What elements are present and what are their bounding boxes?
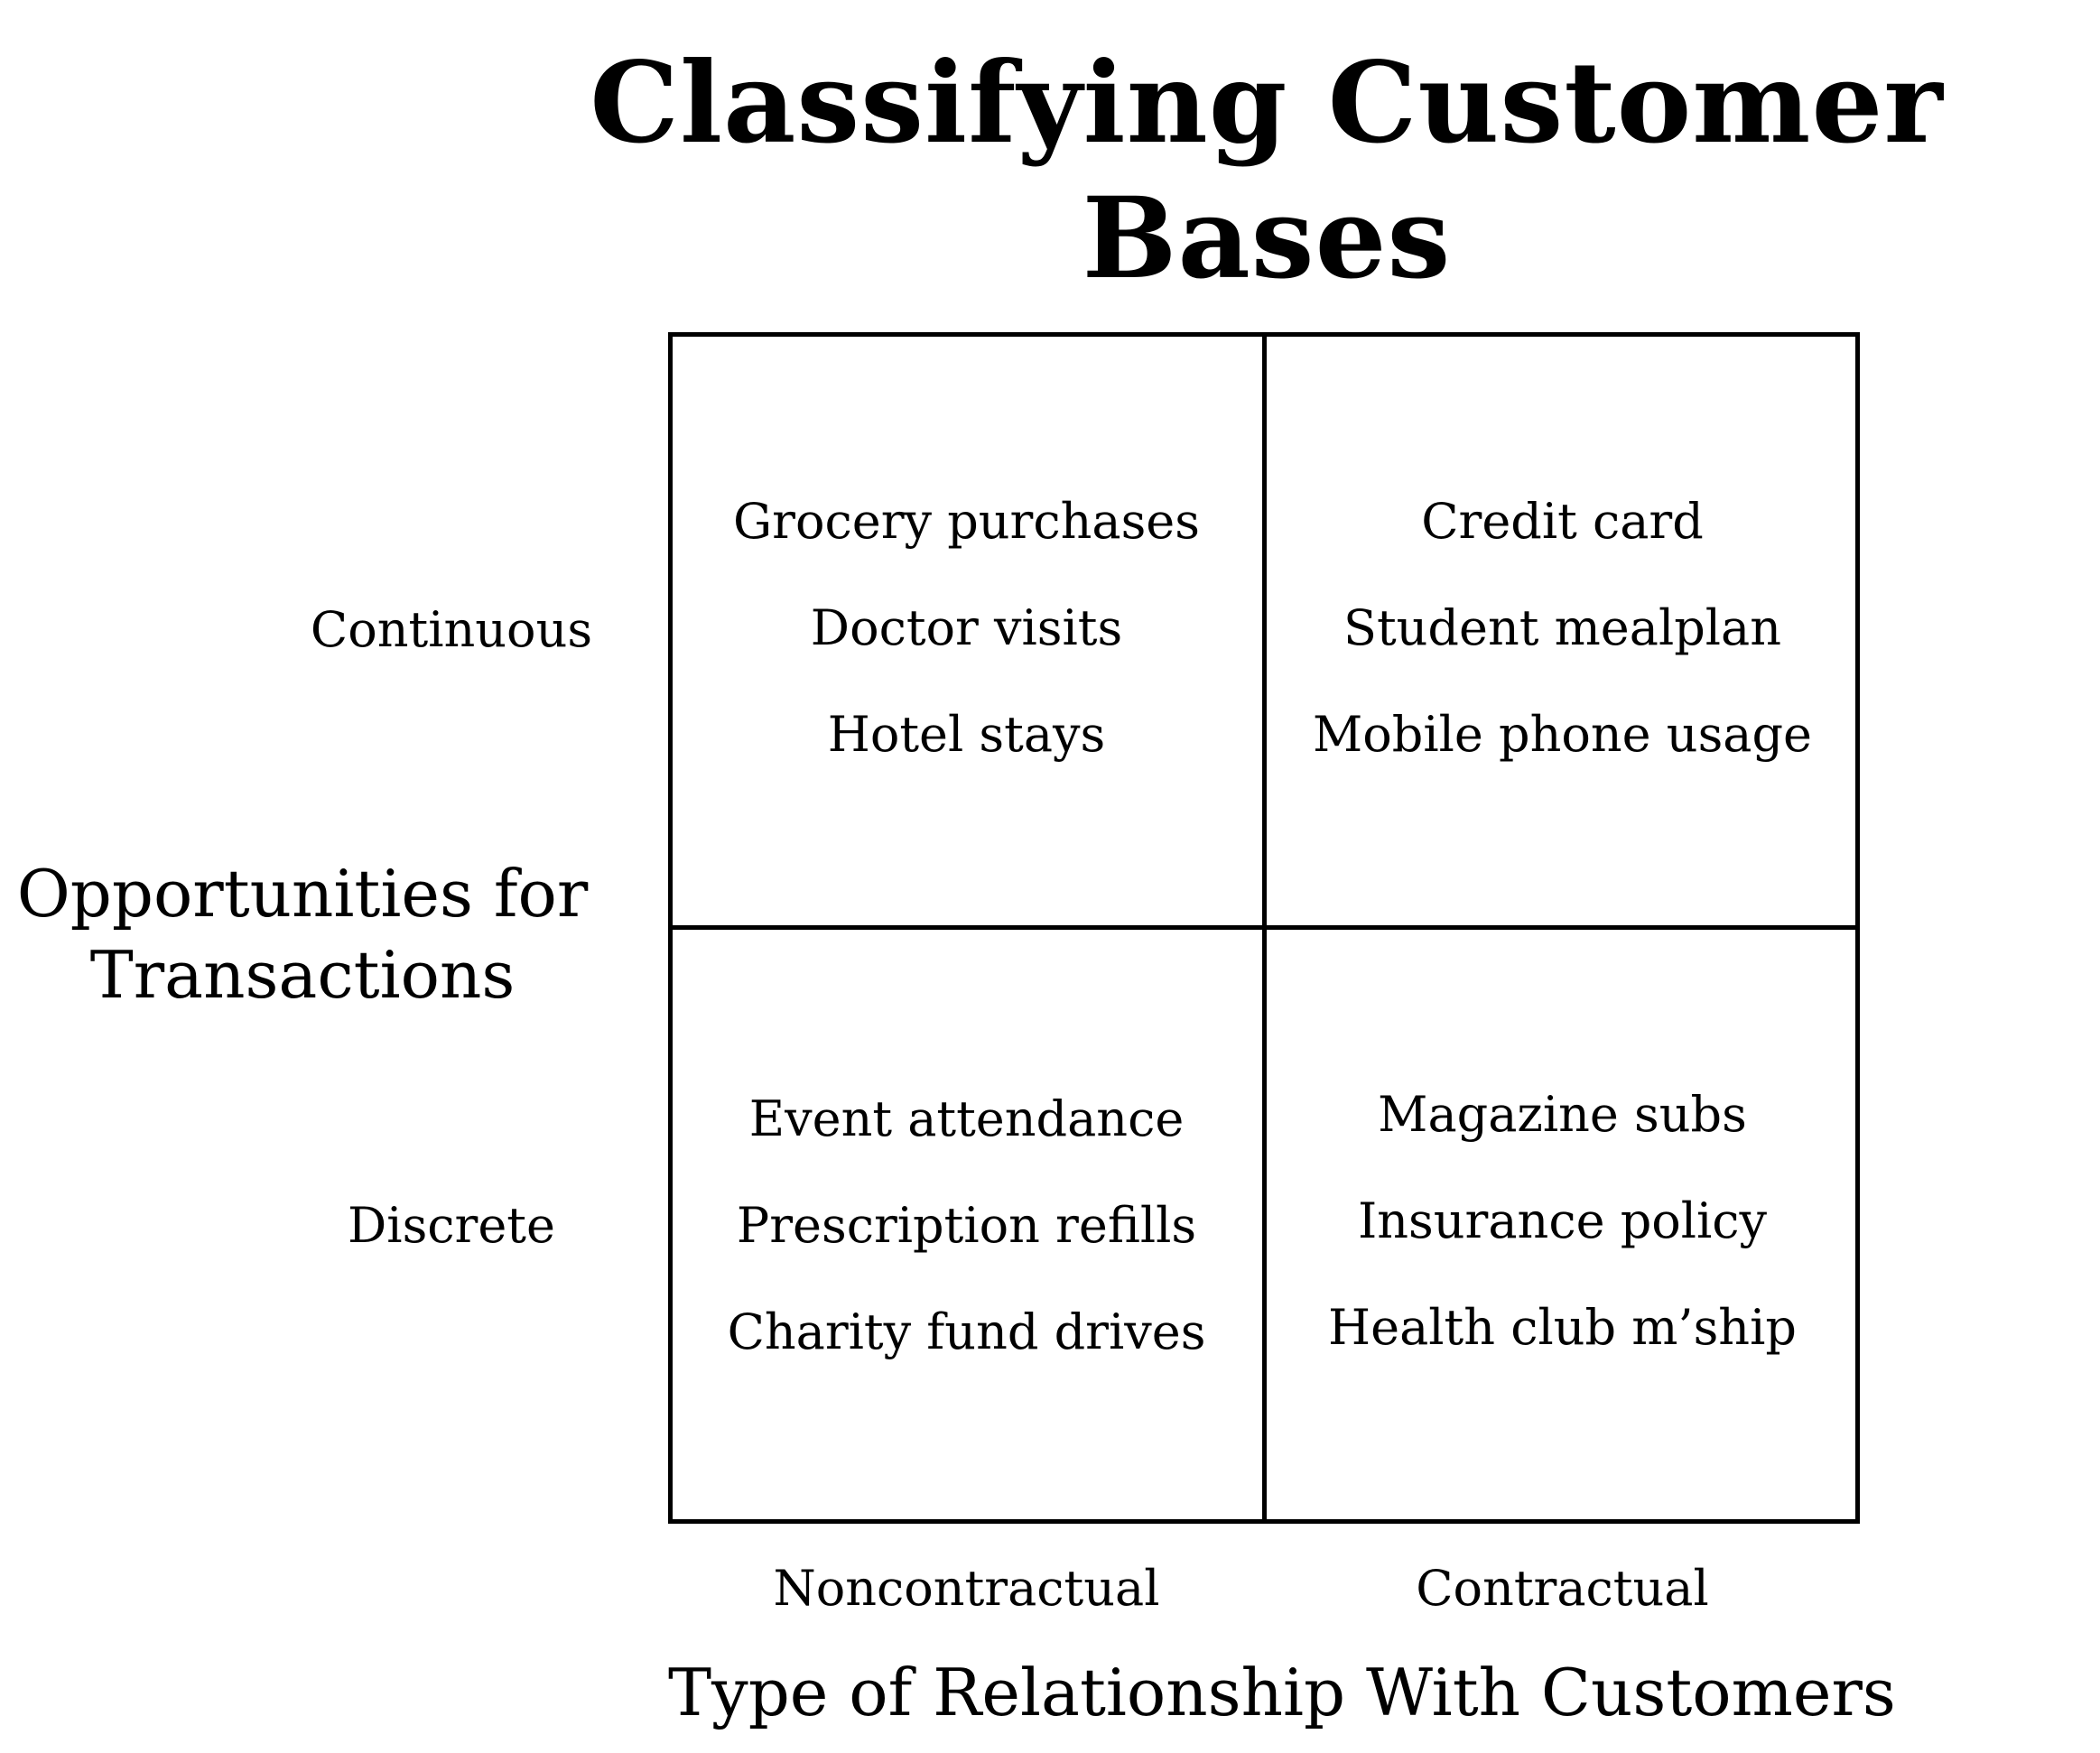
diagram-title: Classifying Customer Bases	[590, 38, 1944, 304]
cell-item: Health club m’ship	[1328, 1299, 1797, 1356]
cell-discrete-noncontractual: Event attendance Prescription refills Ch…	[671, 1092, 1262, 1412]
cell-item: Credit card	[1421, 493, 1704, 550]
y-axis-label: Opportunities for Transactions	[0, 853, 605, 1016]
cell-item: Event attendance	[748, 1090, 1185, 1147]
cell-item: Hotel stays	[827, 706, 1106, 763]
cell-item: Mobile phone usage	[1313, 706, 1812, 763]
cell-item: Magazine subs	[1378, 1086, 1747, 1143]
row-label-discrete: Discrete	[348, 1197, 555, 1254]
cell-item: Prescription refills	[736, 1197, 1197, 1254]
matrix-horizontal-divider	[668, 925, 1860, 930]
row-label-continuous: Continuous	[310, 601, 593, 658]
cell-item: Charity fund drives	[727, 1303, 1206, 1360]
column-label-noncontractual: Noncontractual	[773, 1560, 1160, 1617]
y-axis-label-line1: Opportunities for	[16, 856, 589, 932]
cell-item: Grocery purchases	[733, 493, 1200, 550]
cell-continuous-contractual: Credit card Student mealplan Mobile phon…	[1267, 495, 1858, 814]
column-label-contractual: Contractual	[1416, 1560, 1709, 1617]
cell-continuous-noncontractual: Grocery purchases Doctor visits Hotel st…	[671, 495, 1262, 814]
cell-item: Doctor visits	[810, 599, 1123, 656]
x-axis-label: Type of Relationship With Customers	[668, 1655, 1896, 1730]
y-axis-label-line2: Transactions	[89, 937, 516, 1013]
cell-discrete-contractual: Magazine subs Insurance policy Health cl…	[1267, 1088, 1858, 1407]
cell-item: Insurance policy	[1357, 1192, 1768, 1249]
cell-item: Student mealplan	[1343, 599, 1782, 656]
